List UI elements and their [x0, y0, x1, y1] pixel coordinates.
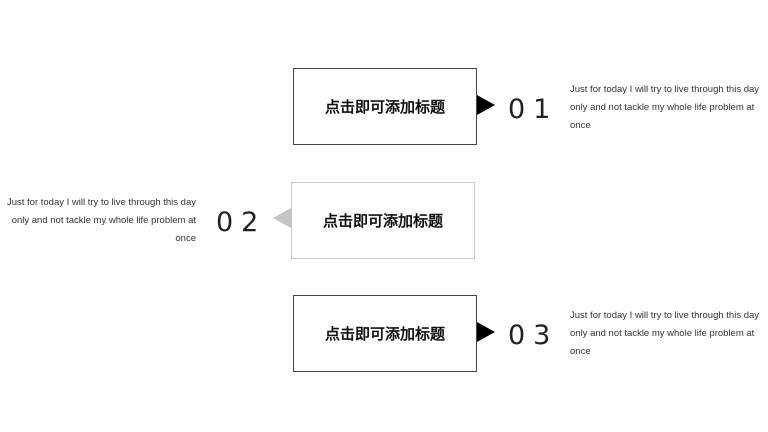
title-box-03-label: 点击即可添加标题: [324, 325, 445, 343]
title-box-01[interactable]: 点击即可添加标题: [293, 68, 477, 145]
title-box-01-label: 点击即可添加标题: [324, 98, 445, 116]
step-number-01: 01: [508, 94, 559, 125]
description-03: Just for today I will try to live throug…: [570, 310, 760, 357]
arrow-right-icon-03: [477, 322, 495, 342]
arrow-right-icon-01: [477, 95, 495, 115]
step-number-03: 03: [508, 320, 559, 351]
arrow-left-icon-02: [273, 208, 291, 228]
description-01: Just for today I will try to live throug…: [570, 84, 760, 131]
step-number-02: 02: [216, 207, 267, 238]
title-box-03[interactable]: 点击即可添加标题: [293, 295, 477, 372]
description-02: Just for today I will try to live throug…: [6, 197, 196, 244]
title-box-02[interactable]: 点击即可添加标题: [291, 182, 475, 259]
title-box-02-label: 点击即可添加标题: [322, 212, 443, 230]
